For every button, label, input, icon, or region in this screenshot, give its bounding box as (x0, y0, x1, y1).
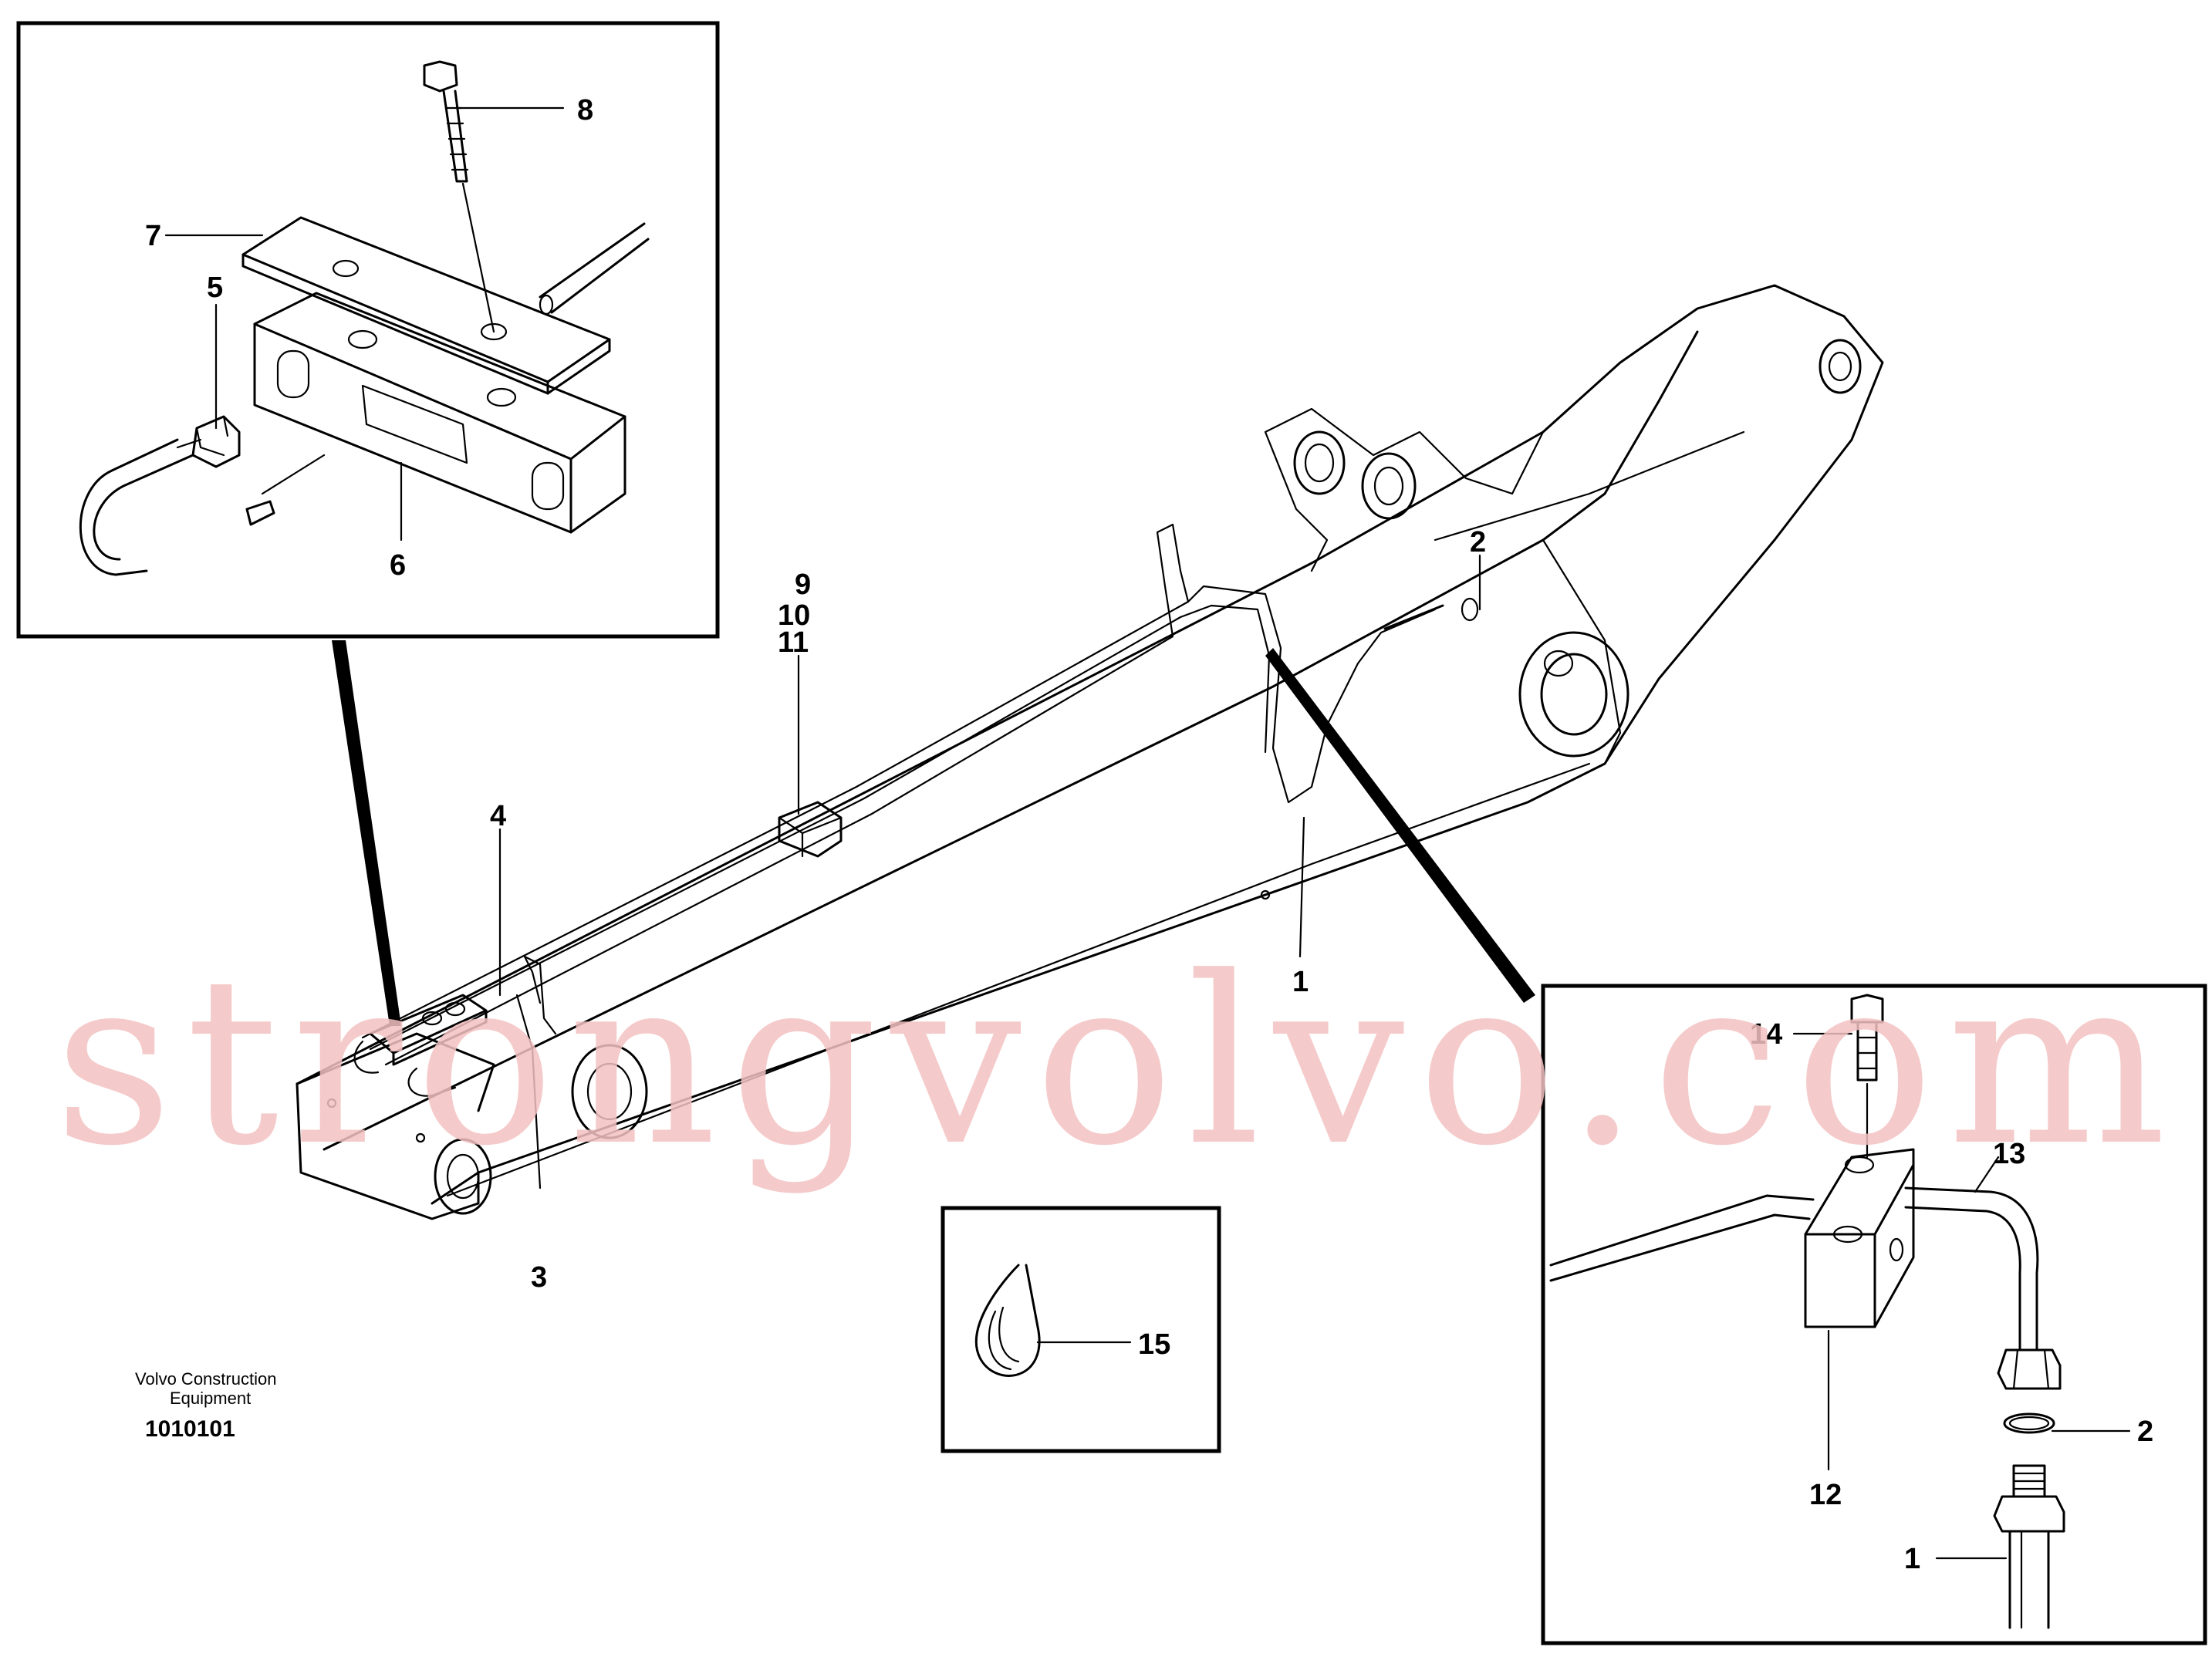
label-2-detail: 2 (2137, 1416, 2153, 1448)
label-1-boom: 1 (1292, 966, 1309, 998)
label-5: 5 (207, 272, 223, 304)
label-12: 12 (1809, 1479, 1842, 1511)
front-clamp-assembly (353, 994, 488, 1097)
label-10: 10 (778, 599, 810, 632)
label-2-boom: 2 (1470, 526, 1486, 559)
label-1-detail: 1 (1904, 1543, 1920, 1575)
detail-box-clamp (16, 21, 720, 639)
label-13: 13 (1993, 1138, 2025, 1170)
label-15: 15 (1138, 1328, 1170, 1361)
drawing-number: 1010101 (145, 1416, 235, 1442)
label-14: 14 (1750, 1018, 1782, 1051)
label-9: 9 (795, 569, 811, 601)
label-8: 8 (577, 94, 593, 127)
detail-pointer-right (1265, 648, 1535, 1003)
detail-box-cable-tie (941, 1206, 1221, 1453)
label-4: 4 (490, 800, 506, 832)
company-name-line1: Volvo Construction (135, 1369, 276, 1389)
label-3: 3 (531, 1261, 547, 1294)
main-leaders (498, 554, 1481, 1190)
boom-assembly (295, 284, 1884, 1220)
label-7: 7 (145, 220, 161, 252)
company-name-line2: Equipment (170, 1389, 251, 1408)
clamp-block-boom (778, 801, 843, 858)
detail-box-fitting (1541, 984, 2207, 1645)
watermark-text: strongvolvo.com (54, 927, 2183, 1196)
label-6: 6 (390, 549, 406, 582)
label-11: 11 (778, 626, 809, 659)
detail-pointer-left (332, 640, 401, 1026)
